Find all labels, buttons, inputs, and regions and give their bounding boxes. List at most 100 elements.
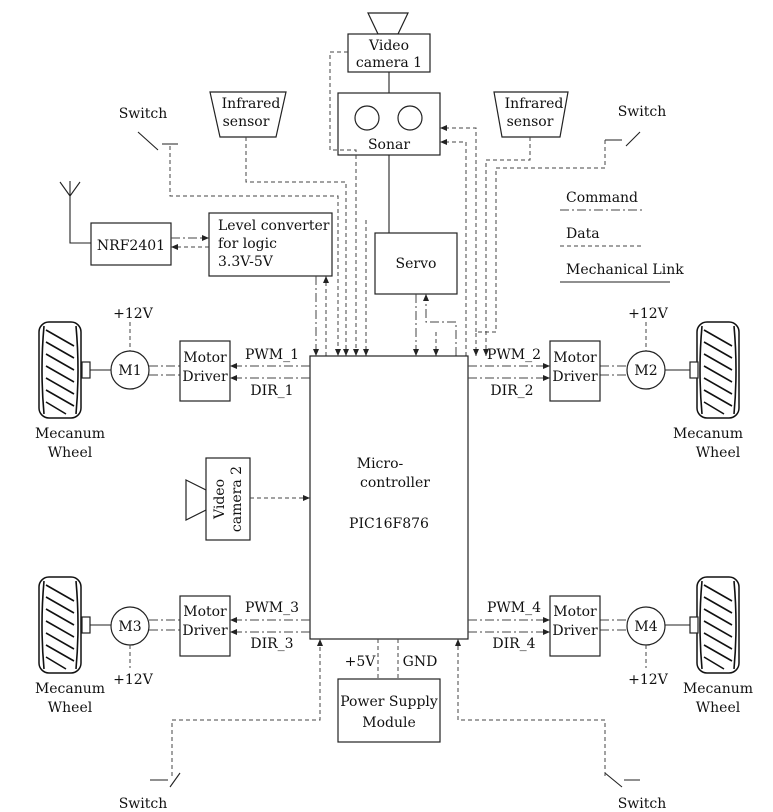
m1-supply-label: +12V — [113, 306, 154, 322]
sonar-transducer-left-icon — [354, 105, 380, 131]
motor-driver-2-line2: Driver — [552, 369, 598, 385]
infrared-right-label-line2: sensor — [507, 114, 554, 130]
motor-block-1: Mecanum Wheel M1 +12V Motor Driver PWM_1… — [35, 306, 310, 461]
level-converter-line3: 3.3V-5V — [218, 254, 274, 270]
infrared-right-shape — [493, 91, 569, 138]
power-supply-box — [337, 678, 441, 743]
level-converter-box — [208, 212, 333, 277]
wheel-3-hub — [81, 616, 91, 634]
wheel-2-label-line1: Mecanum — [673, 426, 743, 442]
power-supply-module: Power Supply Module — [337, 678, 441, 743]
camera-2-lens-icon — [185, 479, 207, 521]
motor-m4-label: M4 — [634, 619, 657, 635]
motor-driver-2-line1: Motor — [553, 350, 597, 366]
level-converter: Level converter for logic 3.3V-5V — [208, 212, 333, 277]
wheel-1-label-line1: Mecanum — [35, 426, 105, 442]
motor-block-2: Mecanum Wheel M2 +12V Motor Driver PWM_2… — [468, 306, 743, 461]
mcu-label-line3: PIC16F876 — [349, 516, 429, 532]
switch-bottom-left-label: Switch — [119, 796, 168, 812]
wheel-4-hub — [689, 616, 699, 634]
legend-mechanical-label: Mechanical Link — [566, 262, 684, 278]
camera-1-lens-icon — [367, 12, 409, 35]
motor-driver-4 — [549, 595, 601, 657]
motor-driver-4-line1: Motor — [553, 604, 597, 620]
infrared-left-label-line2: sensor — [223, 114, 270, 130]
wheel-2-hub — [689, 361, 699, 379]
video-camera-2-box — [205, 457, 251, 541]
wheel-4-label-line1: Mecanum — [683, 681, 753, 697]
motor-driver-1-line2: Driver — [182, 369, 228, 385]
m3-supply-label: +12V — [113, 672, 154, 688]
switch-top-left-label: Switch — [119, 106, 168, 122]
infrared-right-to-mcu-data — [483, 137, 531, 356]
infrared-left-shape — [209, 91, 287, 138]
video-camera-2-label-line2: camera 2 — [229, 466, 245, 532]
wheel-1-hub — [81, 361, 91, 379]
mcu-label-line2: controller — [360, 475, 430, 491]
camera1-to-mcu-data — [329, 51, 359, 356]
servo-box — [374, 232, 458, 295]
wheel-2-label-line2: Wheel — [696, 445, 741, 461]
switch-bottom-right-to-mcu-data — [455, 639, 606, 776]
gnd-label: GND — [403, 654, 438, 670]
wheel-4-label-line2: Wheel — [696, 700, 741, 716]
motor-driver-3 — [179, 595, 231, 657]
infrared-left-to-mcu-data — [245, 137, 349, 356]
mecanum-wheel-2-icon — [696, 321, 740, 419]
switch-left-to-mcu-data — [169, 146, 341, 356]
wheel-1-label-line2: Wheel — [48, 445, 93, 461]
infrared-left-label-line1: Infrared — [222, 96, 281, 112]
pwm1-label: PWM_1 — [245, 347, 299, 363]
motor-block-3: Mecanum Wheel M3 +12V Motor Driver PWM_3… — [35, 576, 310, 716]
switch-right-to-mcu-data — [475, 140, 606, 356]
pwm3-label: PWM_3 — [245, 600, 299, 616]
legend: Command Data Mechanical Link — [560, 190, 684, 283]
switch-bottom-left-icon — [150, 772, 181, 788]
sonar-transducer-right-icon — [397, 105, 423, 131]
pwm4-label: PWM_4 — [487, 600, 541, 616]
sonar-to-mcu-data — [440, 125, 477, 332]
switch-bottom-right-icon — [604, 772, 640, 788]
motor-block-4: Mecanum Wheel M4 +12V Motor Driver PWM_4… — [468, 576, 753, 716]
motor-m1-label: M1 — [118, 363, 141, 379]
wheel-3-label-line1: Mecanum — [35, 681, 105, 697]
motor-driver-1-line1: Motor — [183, 350, 227, 366]
switch-top-left: Switch — [119, 106, 178, 151]
power-supply-line2: Module — [362, 715, 416, 731]
microcontroller-box — [309, 355, 469, 640]
nrf2401: NRF2401 — [90, 222, 172, 266]
motor-driver-3-line1: Motor — [183, 604, 227, 620]
video-camera-1: Video camera 1 — [347, 12, 431, 73]
dir2-label: DIR_2 — [490, 383, 533, 399]
motor-driver-1 — [179, 340, 231, 402]
video-camera-1-label-line1: Video — [368, 38, 409, 54]
mcu-label-line1: Micro- — [357, 456, 404, 472]
motor-driver-3-line2: Driver — [182, 623, 228, 639]
nrf2401-box — [90, 222, 172, 266]
switch-top-right-label: Switch — [618, 104, 667, 120]
m2-supply-label: +12V — [628, 306, 669, 322]
switch-bottom-left: Switch — [119, 772, 181, 812]
motor-m3-label: M3 — [118, 619, 141, 635]
video-camera-2-label-line1: Video — [212, 479, 228, 520]
level-converter-line2: for logic — [218, 236, 277, 252]
nrf2401-label: NRF2401 — [97, 238, 165, 254]
legend-data-label: Data — [566, 226, 600, 242]
antenna-icon — [59, 181, 91, 244]
mcu-to-sonar-data — [440, 139, 467, 356]
antenna — [59, 181, 91, 244]
switch-bottom-right: Switch — [604, 772, 666, 812]
pwm2-label: PWM_2 — [487, 347, 541, 363]
m4-supply-label: +12V — [628, 672, 669, 688]
dir1-label: DIR_1 — [250, 383, 293, 399]
power-supply-line1: Power Supply — [340, 694, 438, 710]
mecanum-wheel-1-icon — [38, 321, 82, 419]
motor-driver-2 — [549, 340, 601, 402]
mecanum-wheel-3-icon — [38, 576, 82, 674]
wheel-3-label-line2: Wheel — [48, 700, 93, 716]
switch-top-right: Switch — [605, 104, 667, 147]
legend-command-label: Command — [566, 190, 638, 206]
infrared-sensor-right: Infrared sensor — [493, 91, 569, 138]
motor-m2-label: M2 — [634, 363, 657, 379]
